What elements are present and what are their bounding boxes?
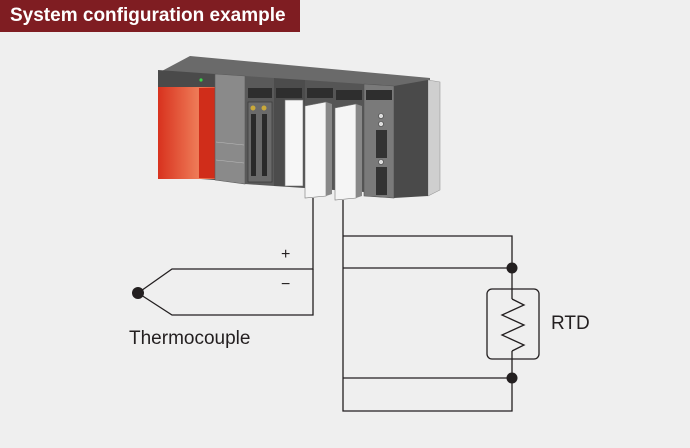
page-title: System configuration example bbox=[10, 5, 286, 26]
thermocouple-label: Thermocouple bbox=[129, 328, 251, 349]
power-led-icon bbox=[199, 78, 203, 82]
minus-label: − bbox=[281, 276, 291, 293]
thermocouple-minus-wire bbox=[137, 269, 314, 316]
communication-module bbox=[363, 80, 428, 199]
plc-rack bbox=[158, 56, 441, 201]
rtd-input-module bbox=[334, 82, 364, 201]
wiring bbox=[137, 198, 513, 412]
io-module-1 bbox=[245, 76, 274, 186]
rtd-node-top-icon bbox=[506, 262, 518, 274]
thermocouple-plus-wire bbox=[137, 198, 314, 294]
title-bar: System configuration example bbox=[0, 0, 300, 32]
cpu-module bbox=[214, 73, 246, 185]
plus-label: + bbox=[281, 246, 291, 263]
thermocouple-input-module bbox=[304, 80, 334, 199]
rtd-wire-a bbox=[343, 235, 513, 268]
rtd-wire-outer bbox=[342, 200, 513, 412]
power-supply-module bbox=[158, 70, 215, 180]
rtd-label: RTD bbox=[551, 313, 590, 334]
rack-side-rail bbox=[427, 79, 441, 197]
rtd-node-bottom-icon bbox=[506, 372, 518, 384]
thermocouple-junction-icon bbox=[132, 287, 144, 299]
io-module-2 bbox=[274, 78, 305, 188]
rtd-resistor-icon bbox=[486, 288, 540, 360]
